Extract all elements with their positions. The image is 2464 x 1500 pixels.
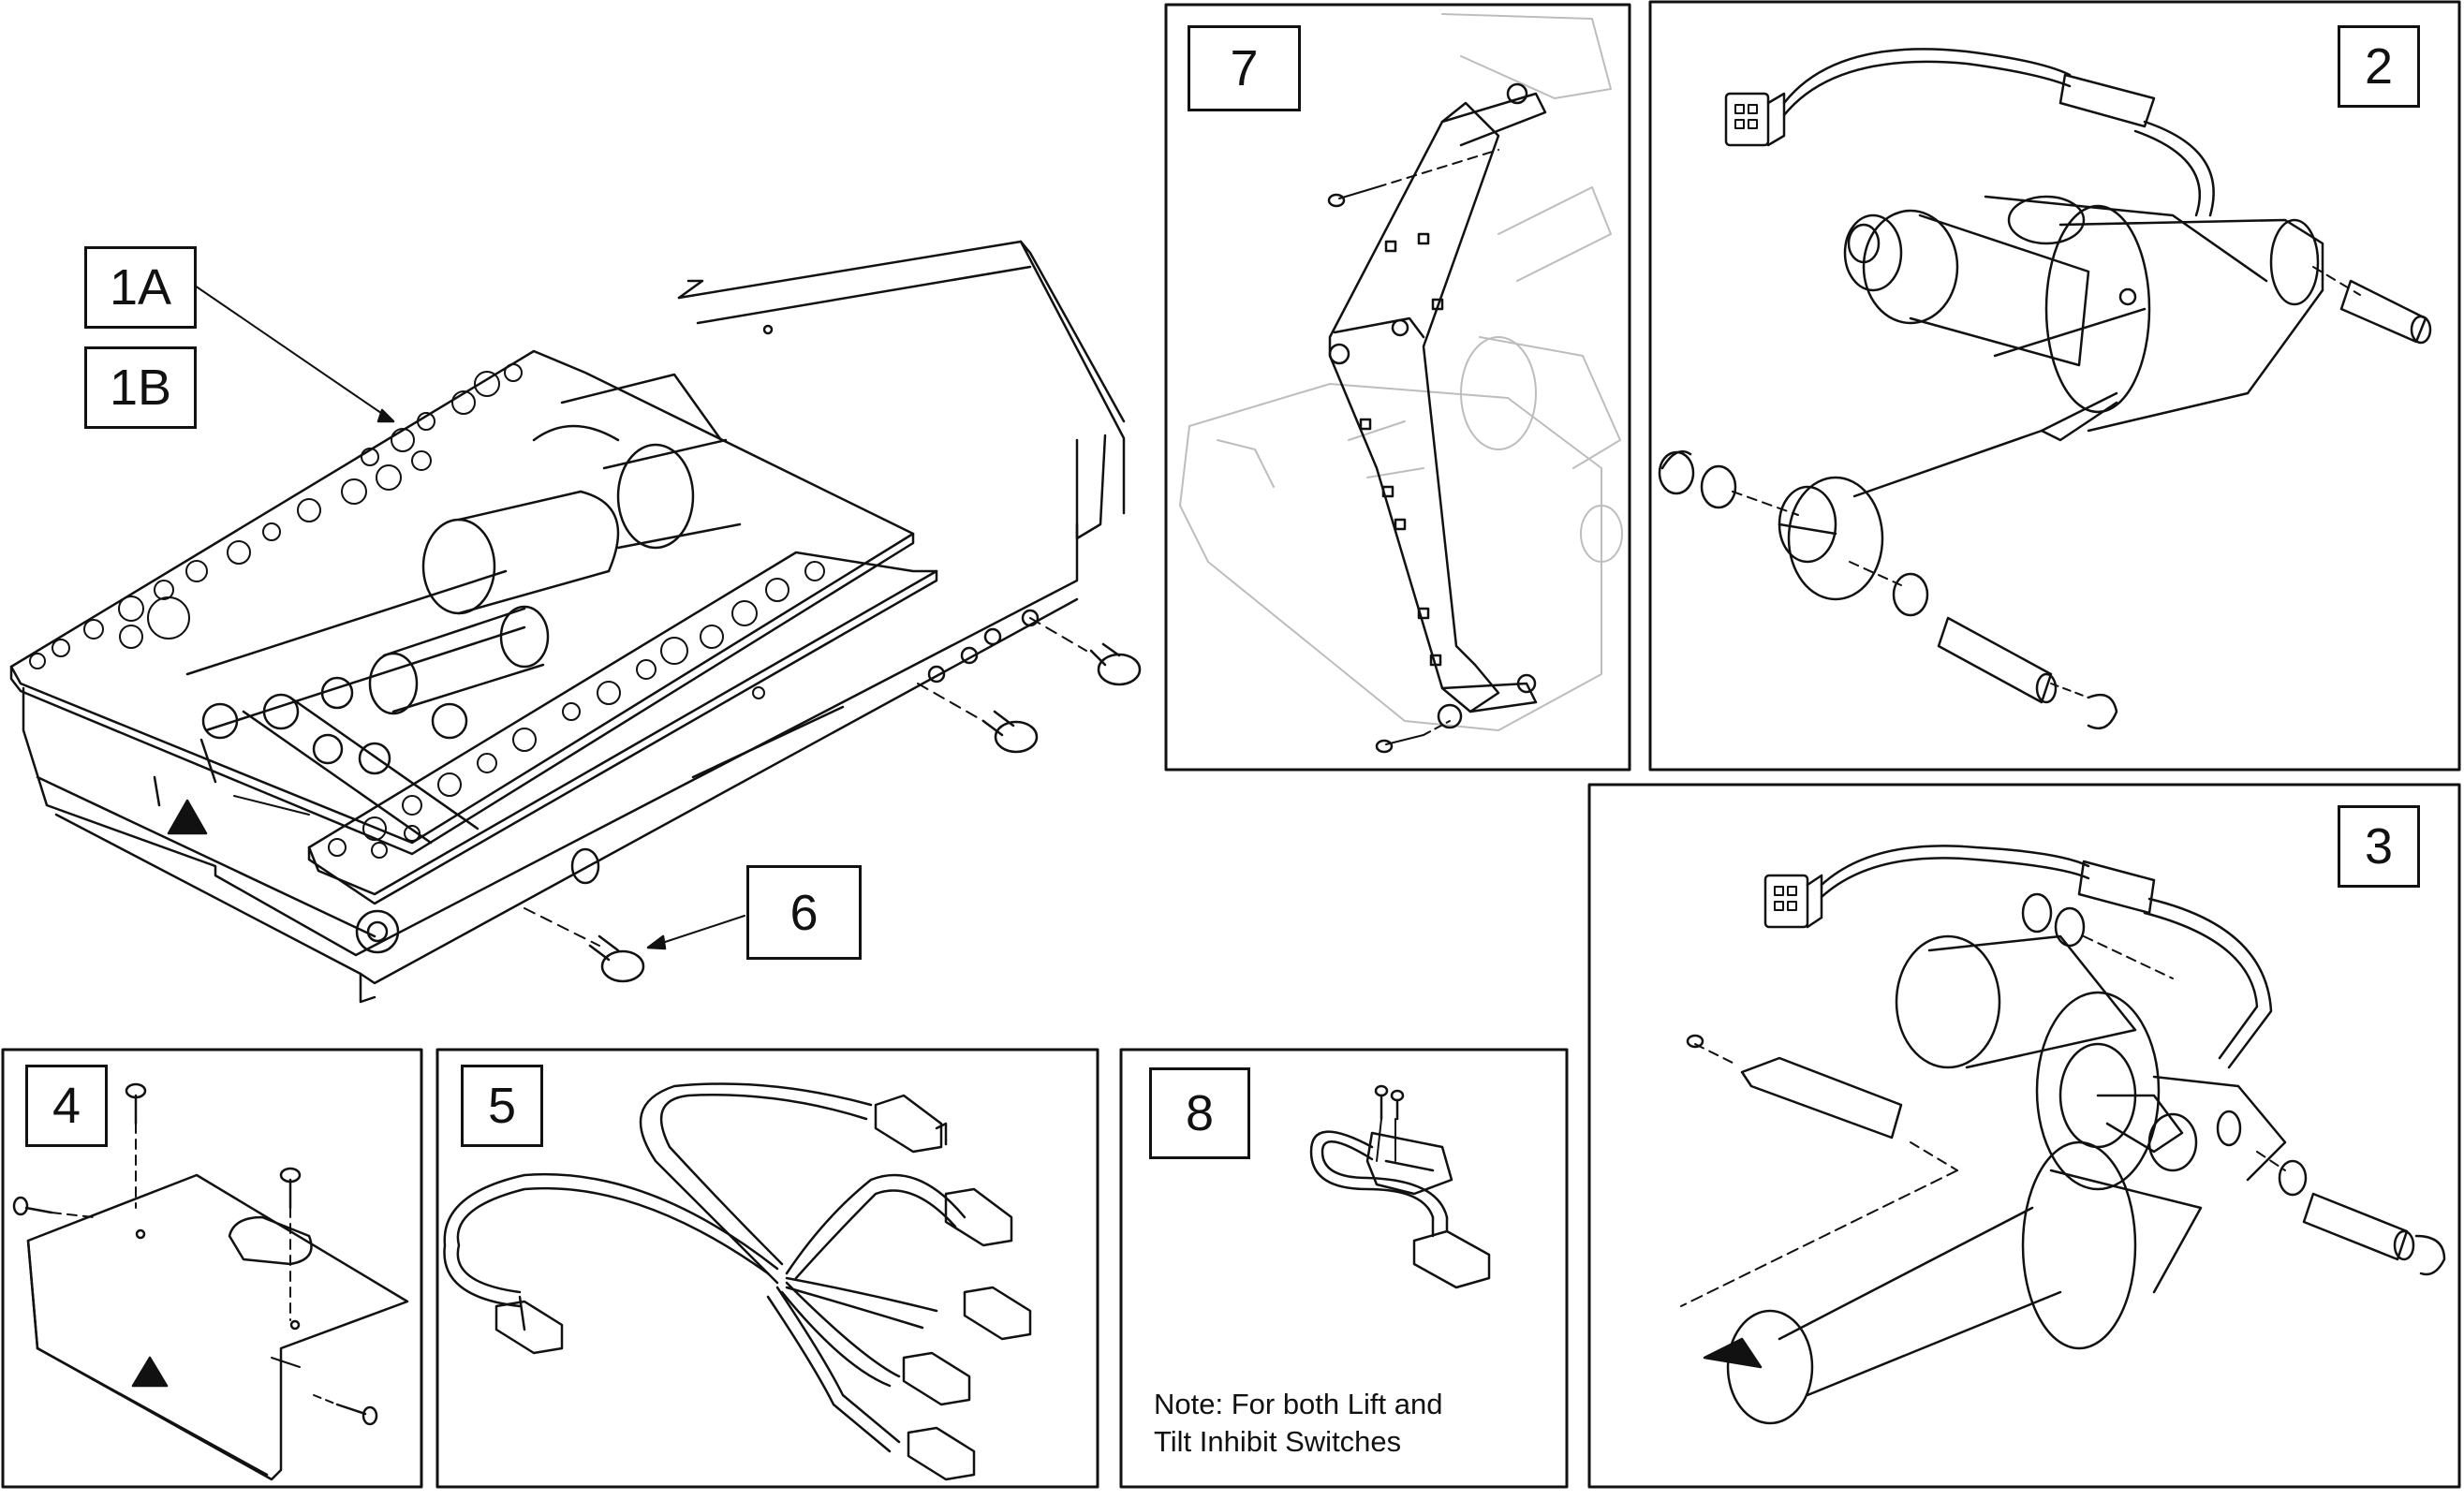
seat-frame-assembly bbox=[9, 240, 1126, 1004]
panel-2-frame bbox=[1648, 0, 2461, 772]
panel-5-drawing bbox=[443, 1082, 1032, 1481]
switch-note-line2: Tilt Inhibit Switches bbox=[1154, 1425, 1402, 1458]
panel-5-frame bbox=[435, 1048, 1099, 1489]
panel-2-drawing bbox=[1658, 48, 2432, 730]
panel-4-drawing bbox=[12, 1082, 409, 1481]
panel-3-frame bbox=[1587, 783, 2461, 1489]
callout-1a: 1A bbox=[84, 246, 197, 329]
callout-8: 8 bbox=[1149, 1067, 1250, 1159]
callout-7: 7 bbox=[1188, 25, 1301, 111]
bolts-main bbox=[524, 617, 1142, 983]
switch-note-line1: Note: For both Lift and bbox=[1154, 1388, 1443, 1420]
panel-7-frame bbox=[1164, 3, 1631, 772]
callout-6: 6 bbox=[746, 865, 862, 960]
callout-3: 3 bbox=[2338, 805, 2420, 888]
callout-2: 2 bbox=[2338, 25, 2420, 108]
plate-holes bbox=[29, 363, 825, 859]
panel-7-drawing bbox=[1179, 13, 1623, 754]
panel-8-frame bbox=[1119, 1048, 1569, 1489]
callout-4: 4 bbox=[25, 1065, 108, 1147]
leader-1a bbox=[194, 285, 394, 422]
panel-4-frame bbox=[1, 1048, 423, 1489]
callout-5: 5 bbox=[461, 1065, 543, 1147]
callout-1b: 1B bbox=[84, 346, 197, 429]
harness-connectors bbox=[494, 1094, 1032, 1481]
switch-note: Note: For both Lift and Tilt Inhibit Swi… bbox=[1154, 1386, 1442, 1461]
panel-3-drawing bbox=[1680, 845, 2446, 1425]
warning-triangle-icon bbox=[167, 799, 208, 835]
panel-8-drawing bbox=[1309, 1084, 1491, 1289]
inner-actuators bbox=[185, 373, 742, 845]
